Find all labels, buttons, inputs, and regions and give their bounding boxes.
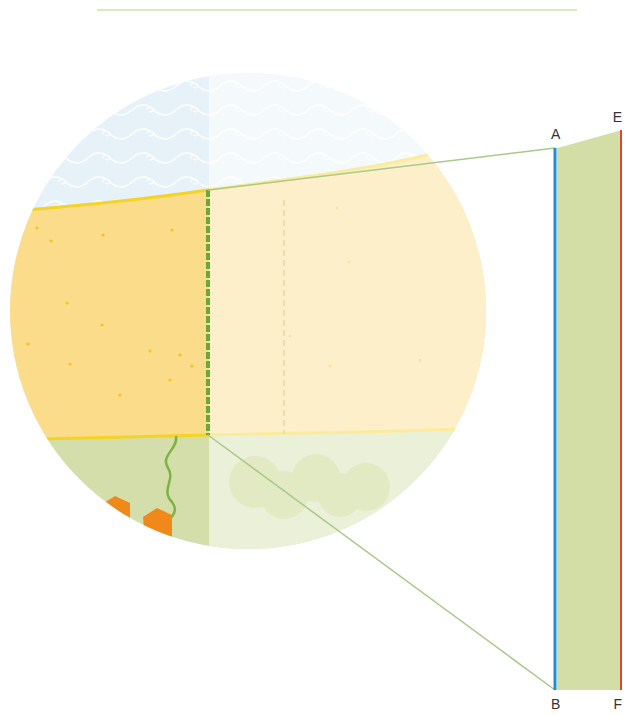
faded-overlay [209, 60, 509, 560]
house [143, 508, 172, 540]
transect-line [206, 190, 210, 435]
zoom-line [208, 148, 555, 190]
sea-side-edge [554, 148, 557, 690]
house [101, 496, 130, 520]
point-letter: F [613, 697, 622, 711]
zoom-line [208, 435, 555, 690]
point-letter: A [551, 127, 560, 141]
point-letter: B [551, 697, 560, 711]
point-letter: E [613, 110, 622, 124]
land-side-edge [620, 130, 622, 690]
faint-transect [283, 200, 285, 434]
top-rule [97, 9, 577, 11]
cross-section [557, 130, 622, 690]
